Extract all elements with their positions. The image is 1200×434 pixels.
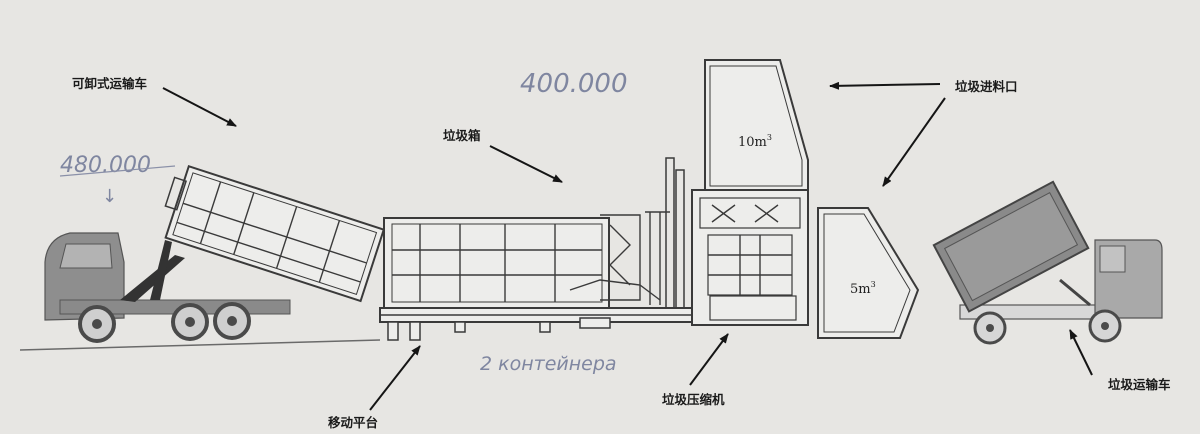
arrow-feed-inlet-lower [882, 97, 946, 187]
label-feed-inlet: 垃圾进料口 [955, 79, 1018, 94]
label-mobile-platform: 移动平台 [328, 415, 378, 430]
volume-lower-hopper: 5m3 [850, 280, 876, 297]
dump-truck [932, 180, 1163, 345]
arrow-garbage-box [489, 145, 563, 183]
label-removable-truck: 可卸式运输车 [72, 76, 148, 91]
handwritten-containers-note: 2 контейнера [480, 353, 617, 375]
arrow-removable-truck [162, 87, 237, 127]
handwritten-small-arrow: ↓ [102, 186, 117, 207]
label-compactor: 垃圾压缩机 [662, 392, 725, 407]
mobile-platform-container [379, 157, 701, 341]
label-garbage-box: 垃圾箱 [443, 128, 481, 143]
label-transport-truck: 垃圾运输车 [1108, 377, 1171, 392]
ground-line [19, 339, 381, 351]
arrow-feed-inlet-upper [829, 81, 941, 90]
handwritten-underline [59, 165, 176, 177]
compactor-unit [691, 59, 920, 339]
handwritten-price-truck: 480.000 [60, 153, 151, 178]
arrow-transport-truck [1069, 329, 1093, 376]
hopper-upper [704, 59, 809, 191]
hopper-lower [817, 207, 920, 339]
handwritten-price-station: 400.000 [520, 69, 628, 99]
arrow-mobile-platform [369, 345, 421, 411]
volume-upper-hopper: 10m3 [738, 133, 772, 150]
arrow-compactor [689, 333, 729, 386]
hooklift-truck [44, 165, 386, 343]
